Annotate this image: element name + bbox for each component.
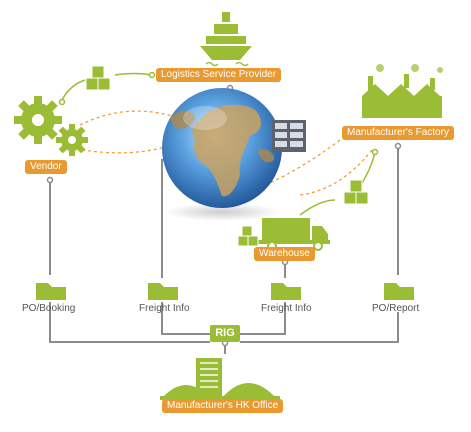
flow-dots (58, 71, 379, 156)
folder-label-po-report: PO/Report (372, 303, 420, 314)
ship-icon (200, 12, 252, 67)
warehouse-label: Warehouse (254, 247, 315, 261)
folder-label-freight-info-1: Freight Info (139, 303, 190, 314)
line-folder4-rig (240, 312, 399, 343)
truck-icon (237, 218, 330, 251)
rig-node: RIG (210, 325, 240, 342)
factory-label: Manufacturer's Factory (342, 126, 454, 140)
boxes-icon (85, 65, 111, 91)
boxes-icon (343, 179, 369, 205)
line-folder3-rig (240, 302, 286, 335)
line-folder1-rig (49, 302, 210, 343)
gears-icon (14, 96, 88, 156)
hk-office-label: Manufacturer's HK Office (162, 399, 284, 413)
factory-icon (362, 64, 443, 118)
office-building-icon (160, 358, 280, 400)
globe-icon (162, 88, 282, 221)
line-folder2-rig (161, 302, 210, 335)
vendor-label: Vendor (25, 160, 67, 174)
logistics-label: Logistics Service Provider (156, 68, 282, 82)
folder-label-po-booking: PO/Booking (22, 303, 76, 314)
server-rack-icon (272, 120, 306, 152)
folder-label-freight-info-2: Freight Info (261, 303, 312, 314)
folder-icon (36, 283, 414, 300)
